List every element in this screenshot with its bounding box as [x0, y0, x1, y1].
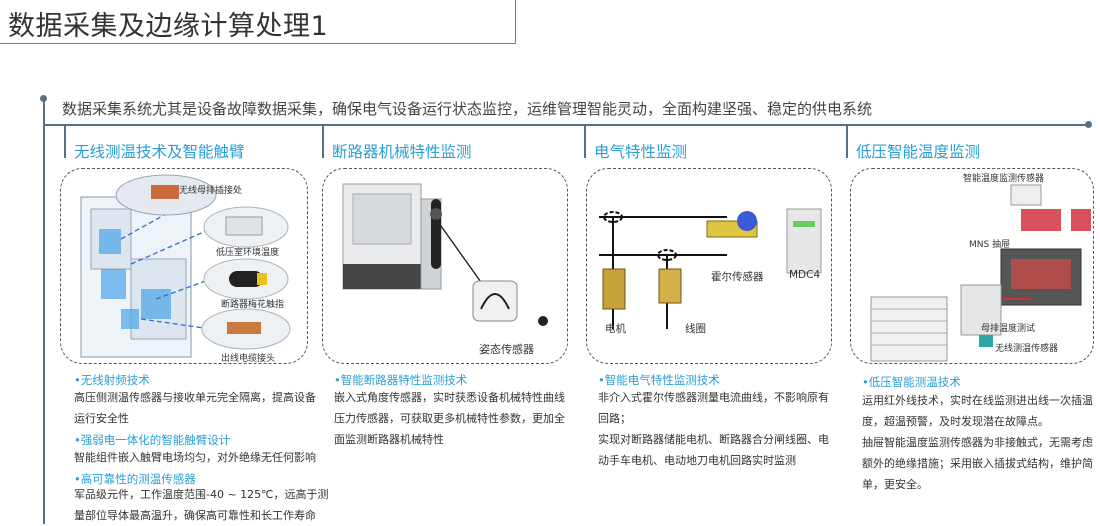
page-title: 数据采集及边缘计算处理1 [8, 11, 329, 42]
mns-drawer-illustration [870, 184, 1091, 362]
bullet-text-electrical: 非介入式霍尔传感器测量电流曲线，不影响原有 回路； 实现对断路器储能电机、断路器… [598, 391, 829, 467]
panel-electrical-image: 霍尔传感器 MDC4 电机 线圈 [586, 168, 832, 364]
bullet-heading-rf: •无线射频技术 [74, 373, 150, 387]
timeline-dot-right [1085, 121, 1092, 128]
label-coil: 线圈 [685, 323, 706, 335]
breaker-illustration [342, 183, 548, 326]
bullet-heading-electrical: •智能电气特性监测技术 [598, 373, 720, 387]
section-title-wireless: 无线测温技术及智能触臂 [74, 143, 245, 161]
label-motor: 电机 [605, 323, 626, 335]
panel-wireless-image: 无线母排插接处 低压室环境温度 断路器梅花触指 出线电缆接头 [60, 168, 308, 364]
bullet-text-breaker: 嵌入式角度传感器，实时获悉设备机械特性曲线 压力传感器，可获取更多机械特性参数，… [334, 391, 565, 446]
section-tick-1 [64, 124, 66, 158]
timeline-horizontal [43, 124, 1089, 126]
bullet-text-arm: 智能组件嵌入触臂电场均匀，对外绝缘无任何影响 [74, 451, 316, 464]
bullet-text-rf: 高压侧测温传感器与接收单元完全隔离，提高设备 运行安全性 [74, 391, 316, 425]
page-title-box: 数据采集及边缘计算处理1 [0, 0, 516, 44]
label-mns-drawer: MNS 抽屉 [969, 240, 1011, 250]
section-title-breaker: 断路器机械特性监测 [332, 143, 472, 161]
section-tick-3 [584, 124, 586, 158]
label-attitude-sensor: 姿态传感器 [479, 343, 534, 356]
label-mdc4: MDC4 [789, 269, 821, 281]
section-tick-2 [322, 124, 324, 158]
label-busbar-joint: 无线母排插接处 [179, 186, 243, 196]
section-title-electrical: 电气特性监测 [594, 143, 688, 161]
panel-breaker-image: 姿态传感器 [322, 168, 568, 364]
section-title-lowvoltage: 低压智能温度监测 [856, 143, 981, 161]
bullet-heading-sensor: •高可靠性的测温传感器 [74, 472, 196, 486]
panel-lowvoltage-image: 智能温度监测传感器 MNS 抽屉 母排温度测试 无线测温传感器 [850, 168, 1094, 364]
bullet-heading-breaker: •智能断路器特性监测技术 [334, 373, 468, 387]
timeline-dot-top [40, 95, 47, 102]
label-hall-sensor: 霍尔传感器 [711, 271, 764, 283]
bullet-heading-arm: •强弱电一体化的智能触臂设计 [74, 433, 231, 447]
bullet-heading-lowvoltage: •低压智能测温技术 [862, 375, 961, 389]
page-subtitle: 数据采集系统尤其是设备故障数据采集，确保电气设备运行状态监控，运维管理智能灵动，… [62, 100, 873, 118]
bullet-text-sensor: 军品级元件，工作温度范围-40 ~ 125℃，远高于测 量部位导体最高温升，确保… [74, 488, 329, 522]
label-wireless-temp-sensor: 无线测温传感器 [995, 344, 1059, 354]
bullet-text-lowvoltage: 运用红外线技术，实时在线监测进出线一次插温 度，超温预警，及时发现潜在故障点。 … [862, 394, 1093, 491]
label-breaker-contact: 断路器梅花触指 [221, 300, 285, 310]
label-cable-joint: 出线电缆接头 [221, 354, 276, 364]
timeline-vertical [43, 98, 45, 524]
label-busbar-test: 母排温度测试 [981, 324, 1036, 334]
label-smart-temp-sensor: 智能温度监测传感器 [963, 174, 1045, 184]
section-tick-4 [846, 124, 848, 158]
label-room-temp: 低压室环境温度 [216, 248, 280, 258]
electrical-circuit-illustration [599, 208, 822, 329]
switchgear-illustration [80, 174, 291, 358]
